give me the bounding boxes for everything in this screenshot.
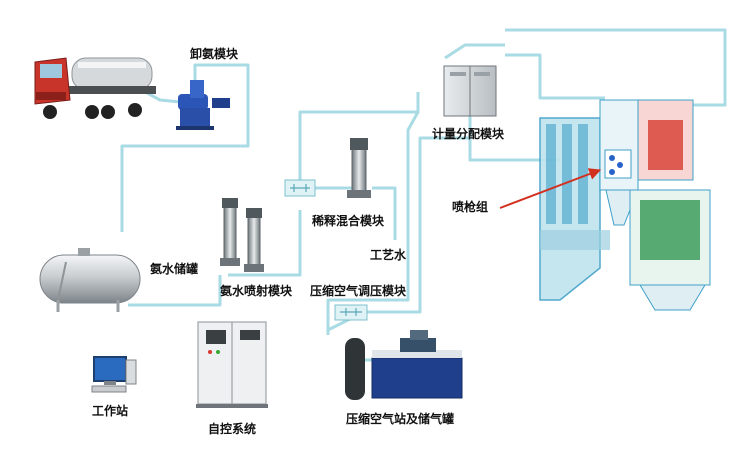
label-control-system: 自控系统 — [208, 422, 257, 436]
pipe-metering-to-boiler-top — [505, 53, 605, 100]
pipe-metering-left — [326, 111, 420, 335]
air-regulating-unit — [334, 304, 368, 321]
pipe-injection-out — [228, 210, 302, 277]
label-air-regulating: 压缩空气调压模块 — [310, 284, 407, 298]
pipe-metering-top — [444, 43, 505, 60]
label-injection-module: 氨水喷射模块 — [220, 284, 293, 298]
label-unload-module: 卸氨模块 — [190, 47, 239, 61]
pipe-injection-up — [298, 92, 420, 196]
label-dilution-module: 稀释混合模块 — [312, 214, 385, 228]
control-cabinet — [196, 321, 268, 408]
label-ammonia-tank: 氨水储罐 — [150, 262, 199, 276]
pipe-air-right — [360, 136, 470, 314]
pipe-metering-down — [468, 112, 560, 162]
label-lance-group: 喷枪组 — [452, 200, 489, 214]
air-compressor-station — [345, 330, 463, 400]
ammonia-storage-tank — [39, 248, 141, 312]
label-metering-module: 计量分配模块 — [432, 127, 505, 141]
pipe-process-water — [372, 186, 397, 240]
label-air-station: 压缩空气站及储气罐 — [346, 412, 455, 426]
unload-pump — [176, 80, 230, 130]
pipe-outer-loop — [505, 28, 727, 107]
metering-cabinet — [443, 65, 497, 117]
dilution-mixing-unit — [284, 138, 371, 198]
boiler-assembly — [539, 99, 711, 311]
pipe-tank-to-injection — [128, 275, 222, 307]
pipe-unload-top — [120, 63, 250, 232]
lance-group-arrow — [499, 168, 602, 209]
workstation-computer — [91, 356, 137, 393]
label-workstation: 工作站 — [92, 404, 129, 418]
label-process-water: 工艺水 — [370, 248, 407, 262]
injection-pumps — [220, 198, 264, 272]
ammonia-tanker-truck — [34, 57, 156, 119]
